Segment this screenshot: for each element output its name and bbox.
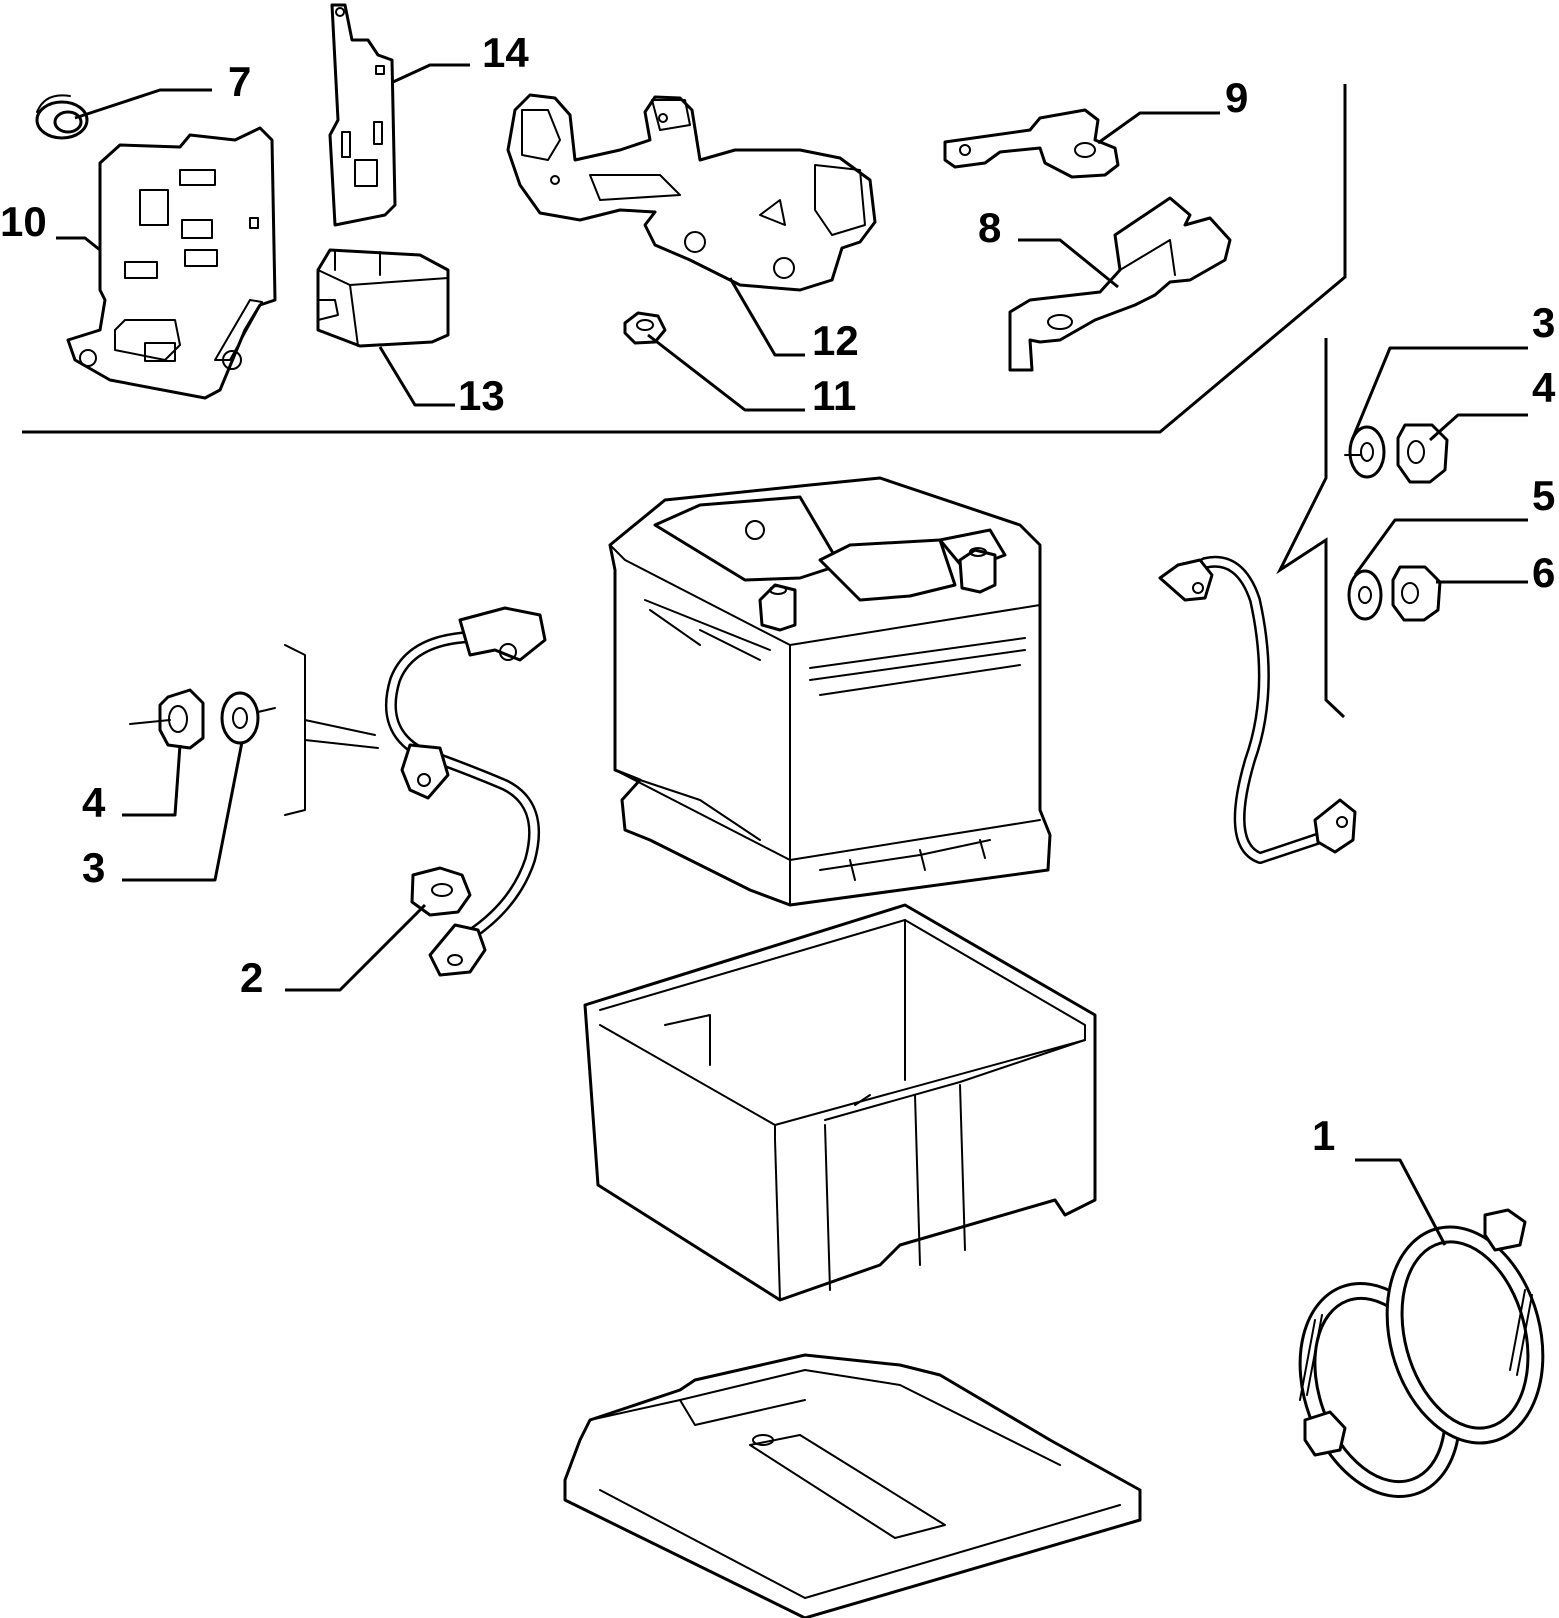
part-6-nut [1391,565,1442,622]
part-4-nut-right [1396,423,1449,484]
callout-3-left: 3 [82,844,105,891]
part-8-clamp-bracket [1008,196,1232,372]
callout-3-right: 3 [1532,299,1555,346]
callout-8: 8 [978,204,1001,251]
callout-2: 2 [240,954,263,1001]
battery-tray-box [583,903,1097,1302]
callout-labels: 7 14 10 13 12 11 9 8 3 4 5 6 4 3 2 1 [0,29,1556,1159]
callout-11: 11 [812,372,856,419]
ground-cable-right [1158,555,1357,864]
callout-6: 6 [1532,549,1555,596]
part-4-nut-left [129,688,205,750]
callout-4-right: 4 [1532,364,1556,411]
battery [608,476,1052,907]
callout-1: 1 [1312,1112,1335,1159]
part-13-fuse-cover [316,248,450,348]
part-5-washer [1347,569,1383,621]
part-9-strap-bracket [943,108,1120,179]
part-7-grommet [35,94,89,140]
part-14-plate [328,3,397,227]
callout-13: 13 [458,372,505,419]
part-3-washer-left [220,691,276,745]
part-11-nut [623,311,667,345]
part-1-hose-clamps [1298,1208,1545,1499]
part-3-washer-right [1344,425,1386,479]
callout-7: 7 [228,58,251,105]
callout-9: 9 [1225,74,1248,121]
part-2-nut [410,866,472,917]
leader-lines [56,63,1528,1246]
battery-cable-left [284,606,547,977]
part-12-holder-bracket [506,93,877,292]
section-divider [22,84,1347,719]
battery-tray-base [563,1353,1142,1618]
part-10-fuse-bracket [66,126,277,400]
callout-4-left: 4 [82,779,106,826]
callout-10: 10 [0,198,47,245]
callout-12: 12 [812,317,859,364]
callout-14: 14 [482,29,529,76]
callout-5: 5 [1532,472,1555,519]
